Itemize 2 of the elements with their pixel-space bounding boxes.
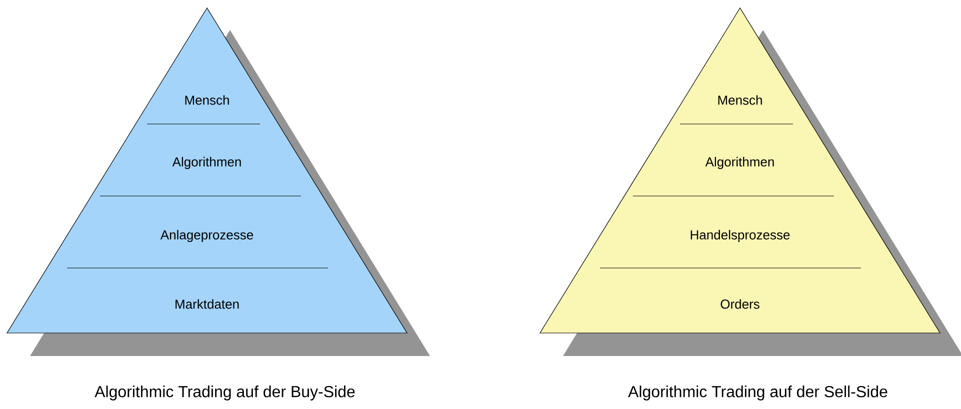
pyramid-label: Algorithmic Trading auf der Sell-Side bbox=[628, 386, 888, 400]
pyramid-label: Algorithmic Trading auf der Buy-Side bbox=[94, 386, 355, 400]
